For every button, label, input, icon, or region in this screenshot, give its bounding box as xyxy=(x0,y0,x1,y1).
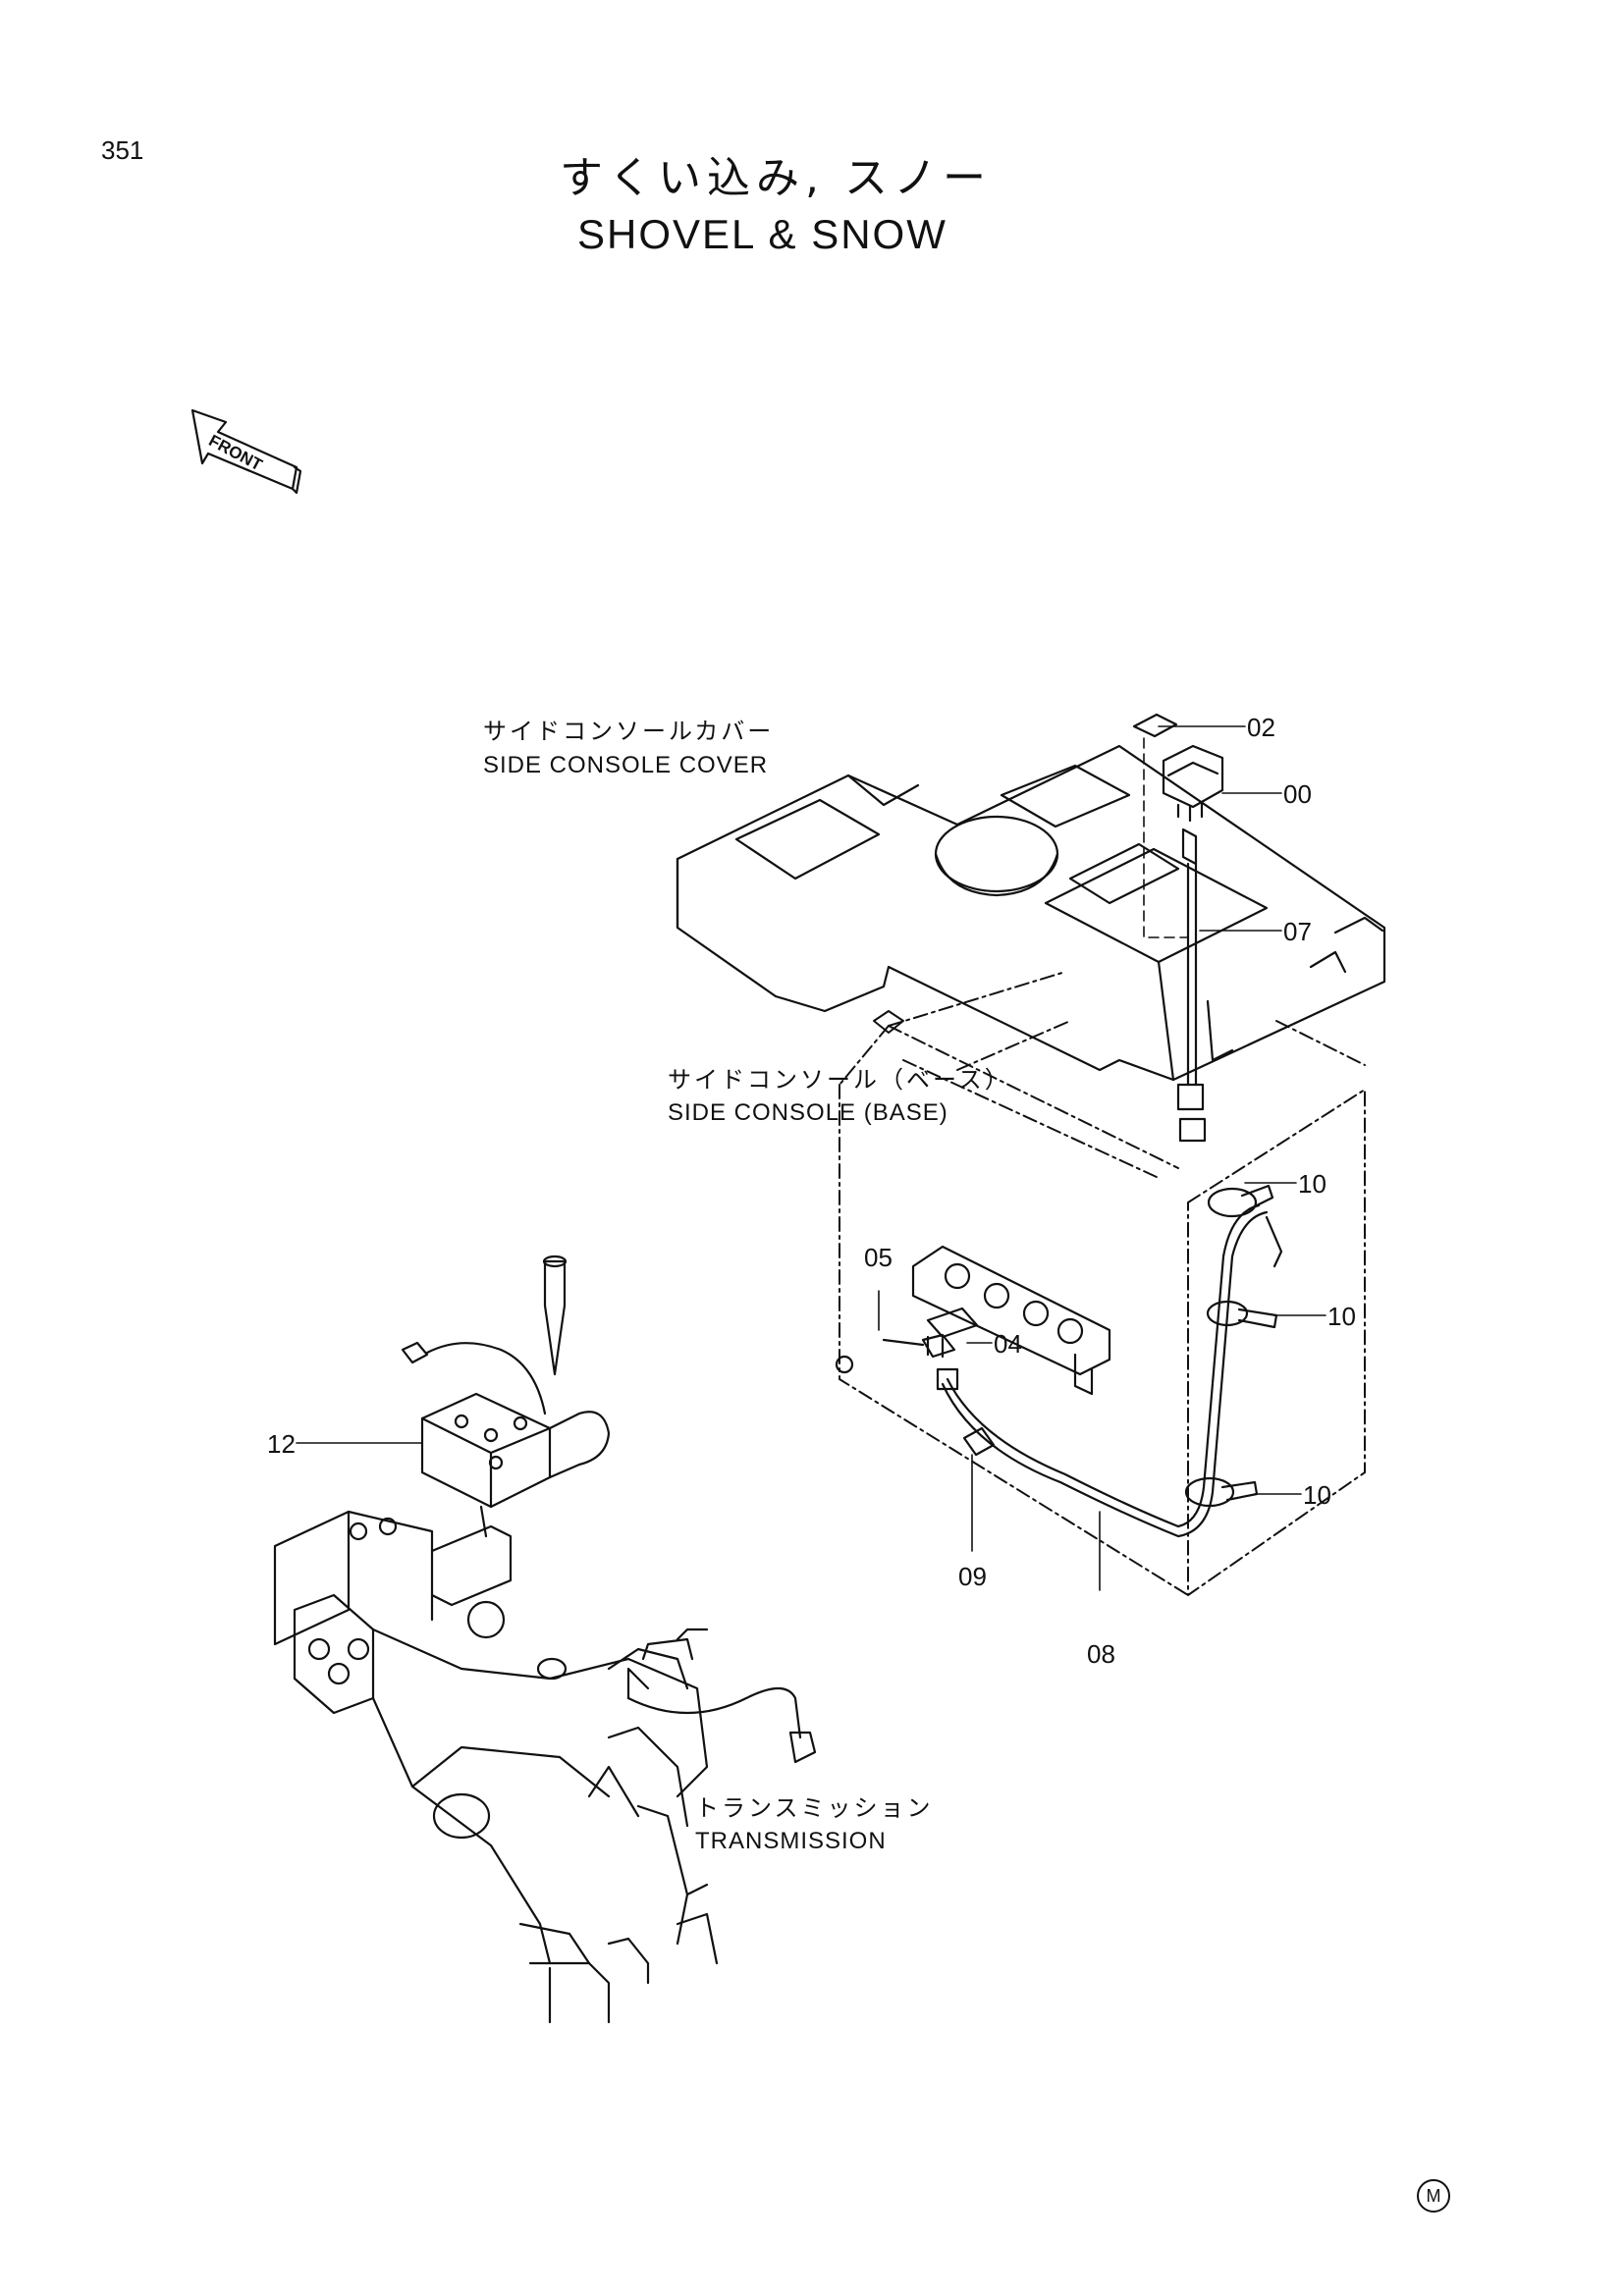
harness-drawing xyxy=(936,1184,1283,1538)
relay-bracket-drawing xyxy=(835,1245,1111,1396)
part-number-02: 02 xyxy=(1247,713,1275,742)
part-number-09: 09 xyxy=(958,1562,987,1591)
part-number-10-middle: 10 xyxy=(1327,1302,1356,1331)
page-title-japanese: すくい込み, スノー xyxy=(560,153,992,203)
side-console-cover-label-en: SIDE CONSOLE COVER xyxy=(483,752,769,778)
part-number-07: 07 xyxy=(1283,917,1312,946)
transmission-label-en: TRANSMISSION xyxy=(695,1828,887,1854)
page-number: 351 xyxy=(101,135,144,165)
part-number-08: 08 xyxy=(1087,1639,1115,1669)
transmission-drawing xyxy=(273,1510,817,2024)
solenoid-valve-drawing xyxy=(401,1255,611,1538)
side-console-base-drawing xyxy=(839,971,1366,1596)
transmission-label-ja: トランスミッション xyxy=(695,1794,934,1822)
part-number-10-top: 10 xyxy=(1298,1169,1326,1199)
part-number-10-bottom: 10 xyxy=(1303,1480,1331,1510)
side-console-base-label-ja: サイドコンソール（ベース） xyxy=(668,1066,1011,1094)
switch-drawing xyxy=(1132,713,1224,1143)
part-number-05: 05 xyxy=(864,1243,893,1272)
page-title-english: SHOVEL & SNOW xyxy=(577,211,947,257)
part-number-12: 12 xyxy=(267,1429,296,1459)
side-console-cover-label-ja: サイドコンソールカバー xyxy=(483,718,775,745)
side-console-cover-drawing xyxy=(676,744,1386,1082)
part-number-00: 00 xyxy=(1283,779,1312,809)
corner-mark: M xyxy=(1417,2179,1450,2213)
part-number-04: 04 xyxy=(994,1329,1022,1359)
side-console-base-label-en: SIDE CONSOLE (BASE) xyxy=(668,1099,948,1126)
front-arrow-icon xyxy=(190,408,302,495)
